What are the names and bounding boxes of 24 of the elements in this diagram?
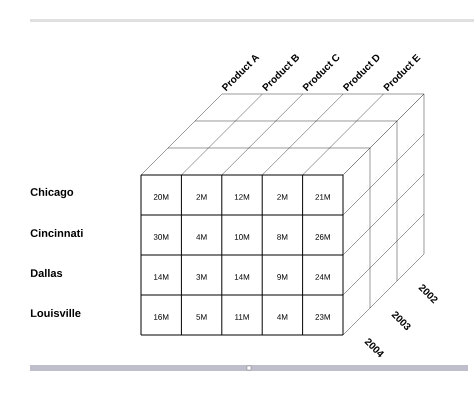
cell-value: 9M [277,274,288,280]
cell-value: 26M [315,234,330,240]
cell-value: 23M [315,314,330,320]
cell-value: 12M [234,194,250,200]
cell-value: 3M [196,274,206,280]
row-label: Dallas [30,268,62,278]
cell-value: 4M [277,314,288,320]
row-label: Louisville [30,308,81,318]
cell-value: 2M [196,194,206,200]
cell-value: 30M [154,234,168,240]
cell-value: 16M [154,314,168,320]
cell-value: 4M [196,234,206,240]
cell-value: 21M [315,194,330,200]
row-label: Cincinnati [30,228,83,238]
cell-value: 10M [234,234,250,240]
cell-value: 20M [154,194,168,200]
cell-value: 24M [315,274,330,280]
cell-value: 2M [277,194,288,200]
cell-value: 5M [196,314,206,320]
cell-value: 14M [154,274,168,280]
cell-value: 14M [234,274,250,280]
cell-value: 8M [277,234,288,240]
cell-value: 11M [235,314,249,320]
row-label: Chicago [30,188,74,198]
